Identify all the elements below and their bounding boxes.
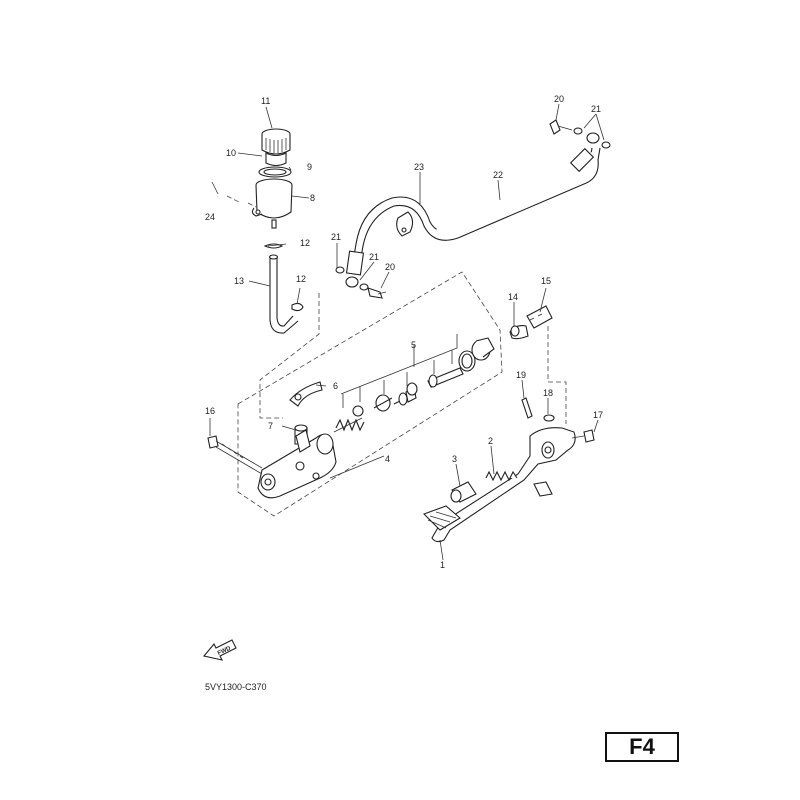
callout-9: 9 xyxy=(307,162,312,172)
callout-1: 1 xyxy=(440,560,445,570)
cylinder-kit-parts xyxy=(289,334,495,445)
banjo-fittings xyxy=(335,119,611,299)
callout-21b: 21 xyxy=(331,232,341,242)
callout-22: 22 xyxy=(493,170,503,180)
brake-hose xyxy=(345,147,601,276)
callout-21c: 21 xyxy=(369,252,379,262)
callout-12b: 12 xyxy=(296,274,306,284)
callout-13: 13 xyxy=(234,276,244,286)
callout-23: 23 xyxy=(414,162,424,172)
callout-labels: 1 2 3 4 5 6 7 8 9 10 11 12 12 13 14 15 1… xyxy=(205,94,603,570)
callout-5: 5 xyxy=(411,340,416,350)
callout-24: 24 xyxy=(205,212,215,222)
callout-21a: 21 xyxy=(591,104,601,114)
callout-8: 8 xyxy=(310,193,315,203)
callout-20a: 20 xyxy=(554,94,564,104)
kit-outline xyxy=(237,271,503,517)
routing-lines xyxy=(226,195,320,419)
callout-19: 19 xyxy=(516,370,526,380)
callout-6: 6 xyxy=(333,381,338,391)
page-label: F4 xyxy=(605,732,679,762)
fwd-label: FWD xyxy=(217,645,233,656)
callout-17: 17 xyxy=(593,410,603,420)
bolt-16 xyxy=(207,435,263,475)
fwd-arrow-icon: FWD xyxy=(202,639,237,661)
callout-20b: 20 xyxy=(385,262,395,272)
callout-12a: 12 xyxy=(300,238,310,248)
leader-lines xyxy=(209,103,605,561)
callout-7: 7 xyxy=(268,421,273,431)
callout-3: 3 xyxy=(452,454,457,464)
callout-18: 18 xyxy=(543,388,553,398)
master-cylinder-body xyxy=(257,429,337,499)
callout-16: 16 xyxy=(205,406,215,416)
callout-4: 4 xyxy=(385,454,390,464)
callout-10: 10 xyxy=(226,148,236,158)
drawing-code: 5VY1300-C370 xyxy=(205,682,267,692)
reservoir-assembly xyxy=(251,128,304,334)
pedal-assembly xyxy=(423,305,595,543)
callout-11: 11 xyxy=(261,96,270,106)
callout-15: 15 xyxy=(541,276,551,286)
callout-2: 2 xyxy=(488,436,493,446)
callout-14: 14 xyxy=(508,292,518,302)
